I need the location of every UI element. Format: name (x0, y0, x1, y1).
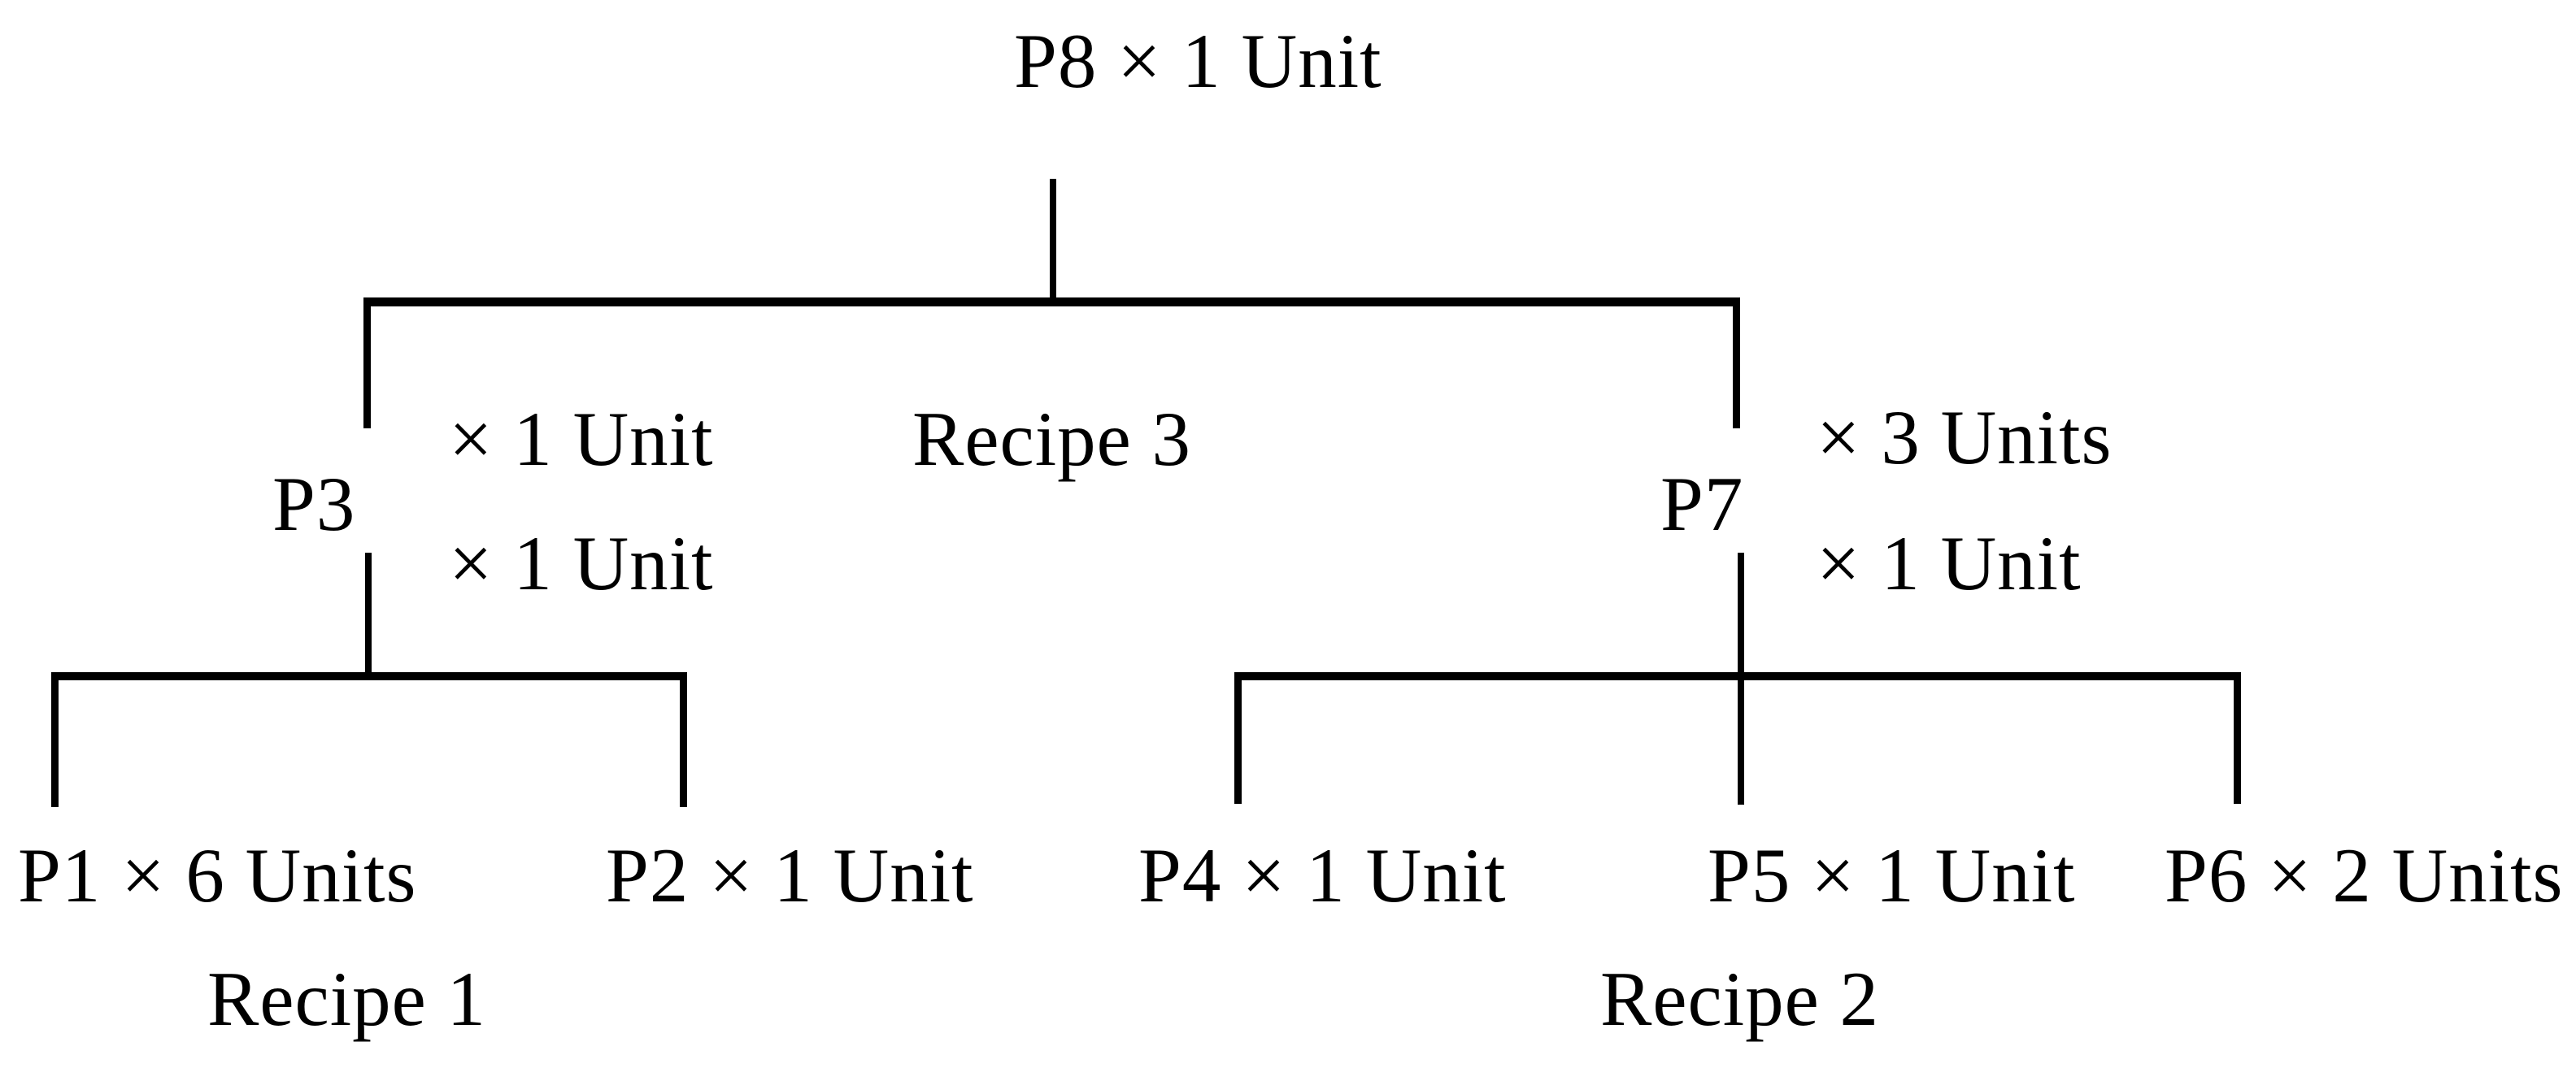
connector-root-stem (1050, 179, 1056, 301)
connector-p1-drop (51, 672, 59, 807)
p7-input-qty-label: × 1 Unit (1817, 520, 2082, 606)
connector-recipe3-horizontal (363, 297, 1740, 306)
recipe2-label: Recipe 2 (1600, 956, 1880, 1042)
node-p3-label: P3 (272, 461, 356, 547)
p7-output-qty-label: × 3 Units (1817, 394, 2113, 480)
p3-input-qty-label: × 1 Unit (449, 520, 714, 606)
leaf-p6-label: P6 × 2 Units (2165, 832, 2564, 918)
connector-recipe2-horizontal (1234, 672, 2241, 680)
connector-p7-upper-drop (1733, 297, 1740, 428)
connector-p6-drop (2234, 672, 2241, 804)
connector-recipe1-horizontal (51, 672, 687, 680)
leaf-p1-label: P1 × 6 Units (18, 832, 417, 918)
connector-p3-upper-drop (363, 297, 371, 428)
recipe1-label: Recipe 1 (207, 956, 487, 1042)
leaf-p2-label: P2 × 1 Unit (606, 832, 974, 918)
leaf-p5-label: P5 × 1 Unit (1708, 832, 2076, 918)
node-p7-label: P7 (1660, 461, 1744, 547)
connector-p2-drop (680, 672, 687, 807)
connector-p4-drop (1234, 672, 1242, 804)
connector-p3-lower-stem (365, 553, 372, 675)
recipe3-label: Recipe 3 (912, 396, 1192, 482)
leaf-p4-label: P4 × 1 Unit (1138, 832, 1507, 918)
node-p8-label: P8 × 1 Unit (1014, 18, 1382, 104)
p3-output-qty-label: × 1 Unit (449, 396, 714, 482)
